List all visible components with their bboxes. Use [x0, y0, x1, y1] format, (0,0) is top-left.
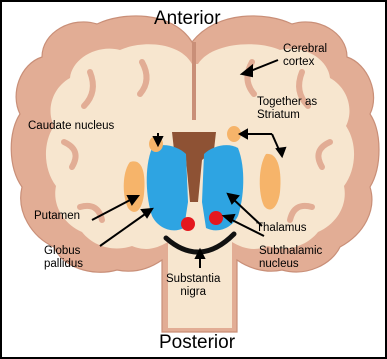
- anterior-label: Anterior: [154, 8, 221, 29]
- putamen-right: [260, 154, 281, 210]
- posterior-label: Posterior: [159, 332, 235, 353]
- putamen-left: [124, 161, 145, 212]
- thalamus-region: [147, 145, 188, 230]
- putamen-label: Putamen: [34, 210, 80, 223]
- thalamus-label: Thalamus: [256, 222, 307, 235]
- subthalamic-nucleus-right: [209, 211, 223, 225]
- brain-illustration: [2, 2, 385, 357]
- caudate-nucleus-label: Caudate nucleus: [28, 120, 114, 133]
- subthalamic-nucleus-left: [181, 217, 195, 231]
